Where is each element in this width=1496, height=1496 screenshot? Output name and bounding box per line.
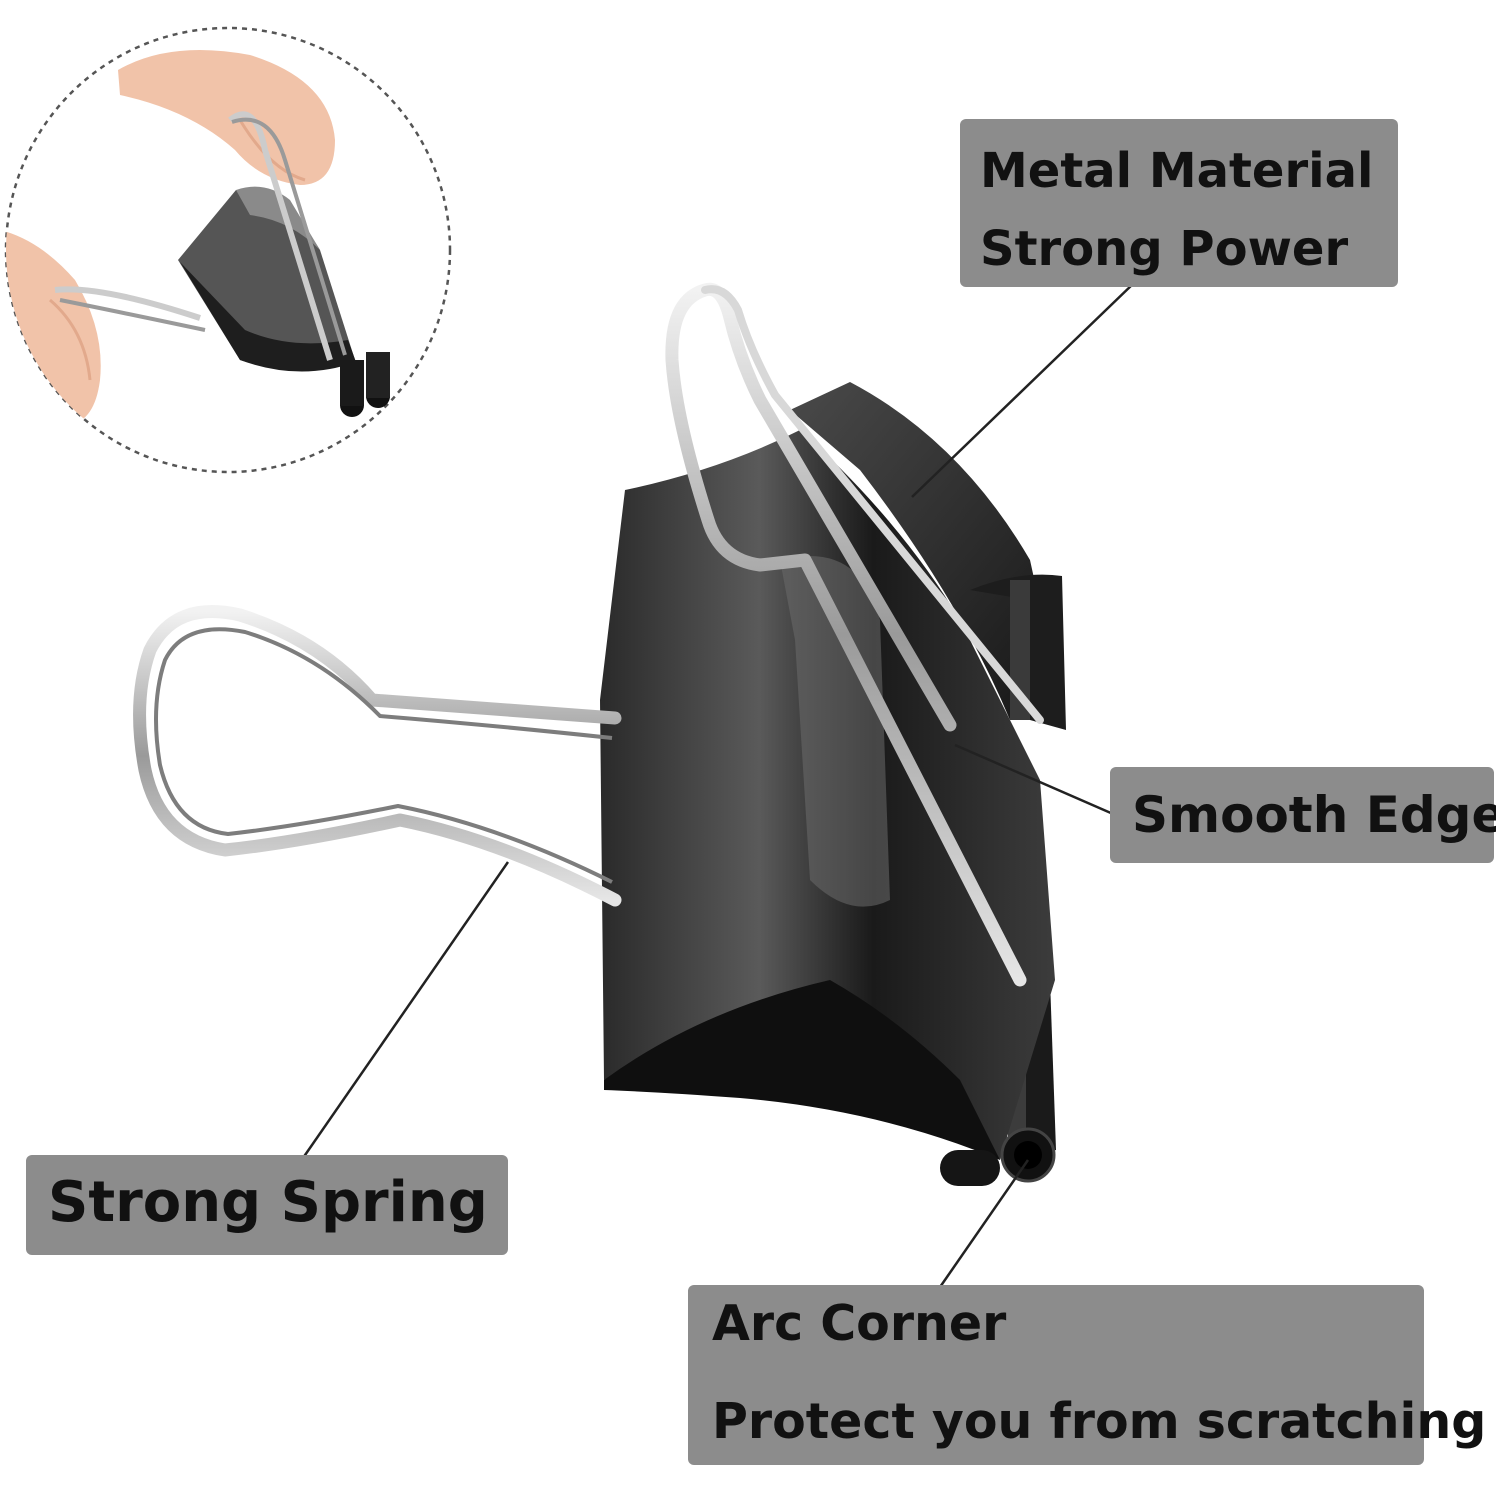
leader-arc-corner: [936, 1159, 1030, 1291]
callout-metal-material: Metal Material Strong Power: [960, 119, 1398, 287]
binder-clip: [133, 282, 1066, 1186]
callout-strong-power-text: Strong Power: [980, 221, 1349, 277]
callout-metal-material-title: Metal Material: [980, 143, 1374, 199]
inset-circle: [4, 26, 452, 474]
callout-protect-scratching-text: Protect you from scratching: [712, 1393, 1487, 1450]
callout-strong-spring: Strong Spring: [26, 1155, 508, 1255]
callout-arc-corner-title: Arc Corner: [712, 1295, 1007, 1352]
leader-strong-spring: [301, 861, 510, 1159]
callout-arc-corner: Arc Corner Protect you from scratching: [688, 1285, 1487, 1465]
callout-strong-spring-text: Strong Spring: [48, 1170, 488, 1235]
callout-lines: [301, 281, 1136, 1291]
callout-smooth-edge: Smooth Edge: [1110, 767, 1496, 863]
callout-smooth-edge-text: Smooth Edge: [1132, 786, 1496, 844]
leader-smooth-edge: [954, 743, 1121, 819]
leader-metal-material: [911, 281, 1136, 498]
